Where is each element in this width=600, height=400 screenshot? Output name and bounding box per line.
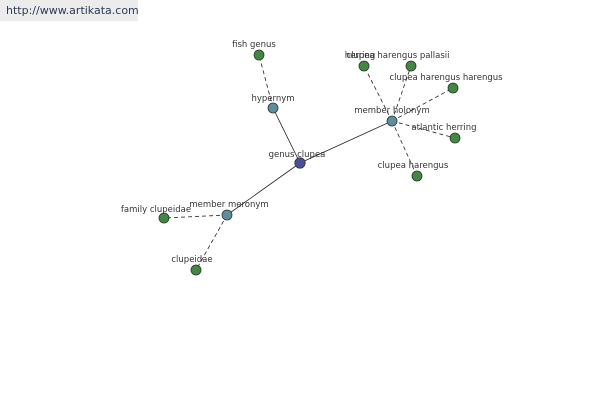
edge-member-holonym-clupea-harengus-harengus	[391, 87, 454, 122]
edge-member-holonym-atlantic-herring	[391, 120, 456, 139]
label-member-meronym: member meronym	[189, 200, 268, 210]
node-member-meronym[interactable]	[221, 209, 233, 221]
label-clupea-harengus-pallasii: clupea harengus pallasii	[346, 51, 449, 61]
edge-member-holonym-clupea-harengus-pallasii	[391, 65, 412, 122]
label-genus-clupea: genus clupea	[269, 150, 326, 160]
label-family-clupeidae: family clupeidae	[121, 205, 191, 215]
edge-member-holonym-clupea-harengus	[391, 120, 418, 177]
labels: genus clupea hypernym member holonym member…	[121, 40, 503, 265]
node-hypernym[interactable]	[267, 102, 279, 114]
label-clupeidae: clupeidae	[171, 255, 212, 265]
edges	[163, 54, 456, 271]
label-clupea-harengus: clupea harengus	[378, 161, 449, 171]
source-url-link[interactable]: http://www.artikata.com	[0, 0, 138, 21]
label-herring: herring	[345, 51, 376, 61]
node-clupea-harengus-pallasii[interactable]	[405, 60, 417, 72]
edge-genus-clupea-member-holonym	[299, 120, 393, 164]
node-fish-genus[interactable]	[253, 49, 265, 61]
nodes	[158, 49, 461, 276]
label-hypernym: hypernym	[251, 94, 294, 104]
edge-genus-clupea-hypernym	[272, 107, 301, 164]
node-clupea-harengus[interactable]	[411, 170, 423, 182]
node-atlantic-herring[interactable]	[449, 132, 461, 144]
label-fish-genus: fish genus	[232, 40, 276, 50]
edge-member-meronym-clupeidae	[195, 214, 228, 271]
node-member-holonym[interactable]	[386, 115, 398, 127]
edge-genus-clupea-member-meronym	[226, 162, 301, 216]
node-clupeidae[interactable]	[190, 264, 202, 276]
edge-member-holonym-herring	[363, 65, 393, 122]
label-clupea-harengus-harengus: clupea harengus harengus	[389, 73, 503, 83]
label-member-holonym: member holonym	[354, 106, 429, 116]
edge-hypernym-fish-genus	[258, 54, 274, 109]
node-genus-clupea[interactable]	[294, 157, 306, 169]
node-family-clupeidae[interactable]	[158, 212, 170, 224]
node-herring[interactable]	[358, 60, 370, 72]
node-clupea-harengus-harengus[interactable]	[447, 82, 459, 94]
label-atlantic-herring: atlantic herring	[411, 123, 476, 133]
edge-member-meronym-family-clupeidae	[163, 214, 228, 219]
